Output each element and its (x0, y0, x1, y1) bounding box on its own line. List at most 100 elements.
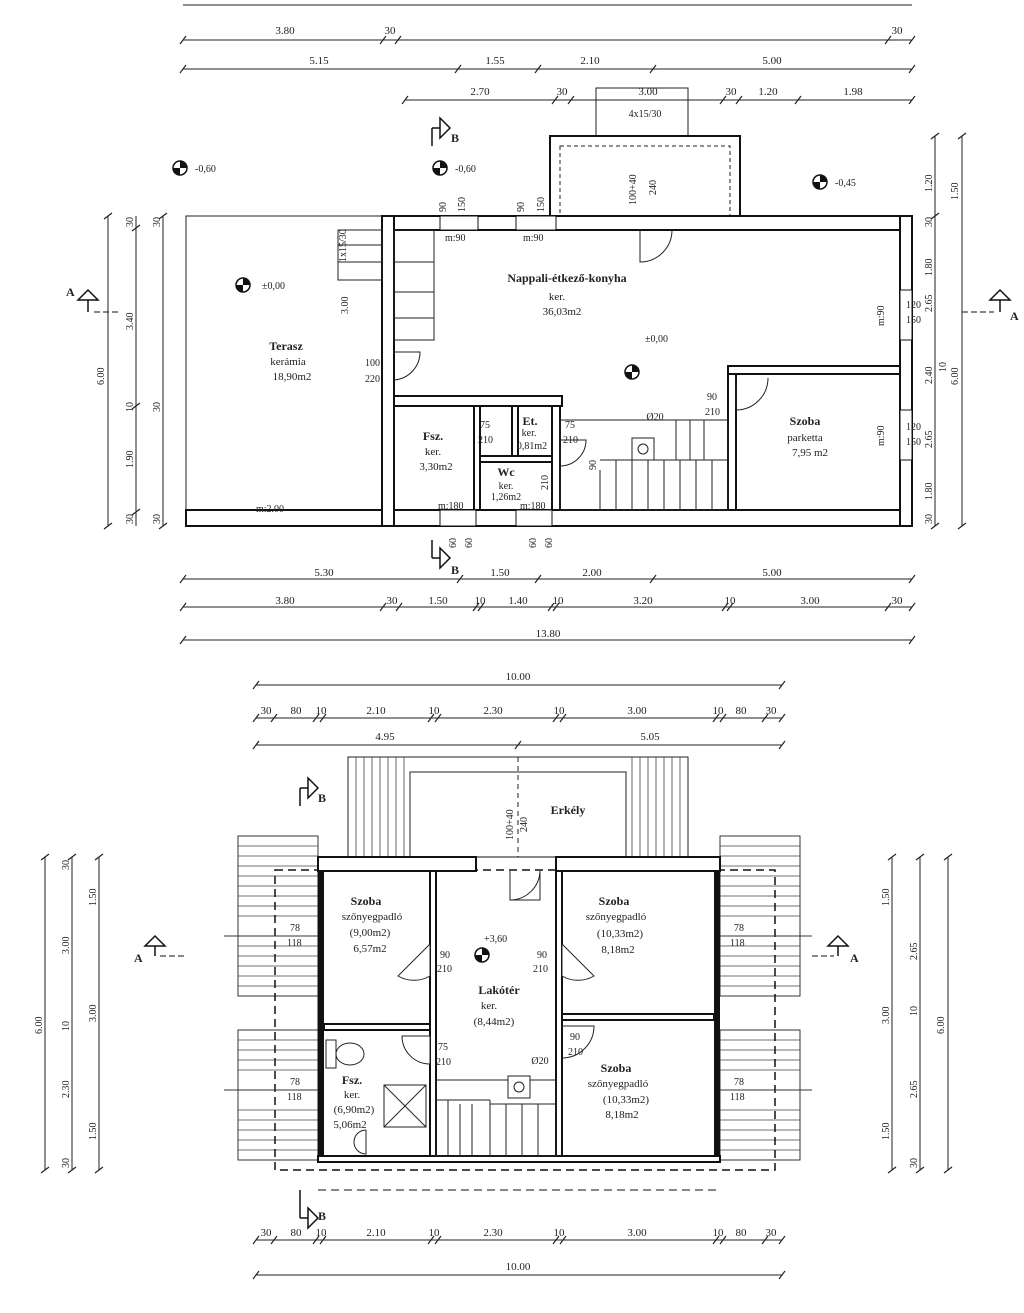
dim-label: 1.98 (843, 86, 863, 98)
section-arrow-icon (299, 1190, 320, 1230)
bathroom-fixtures (325, 1039, 427, 1155)
window-dim: 120 (906, 422, 921, 433)
stair-label: 4x15/30 (629, 109, 662, 120)
dim-label: 1.50 (881, 889, 892, 907)
level-value: ±0,00 (262, 281, 285, 292)
room-area: 1,26m2 (491, 492, 521, 503)
dim-label: 30 (557, 86, 569, 98)
opening-label: 90 (588, 460, 599, 470)
room-material: szőnyegpadló (586, 911, 647, 923)
upper-left-dimensions: 6.00 30 1.50 3.00 10 3.00 2.30 1.50 30 (34, 853, 104, 1174)
level-value: ±0,00 (645, 334, 668, 345)
dim-label: 2.70 (470, 86, 490, 98)
dim-label: 6.00 (936, 1017, 947, 1035)
opening-label: 75 (438, 1042, 448, 1053)
room-area-gross: (10,33m2) (603, 1094, 649, 1106)
room-material: szőnyegpadló (342, 911, 403, 923)
level-value: +3,60 (484, 934, 507, 945)
opening-label: 210 (540, 475, 551, 490)
window-dim: 78 (290, 1077, 300, 1088)
opening-label: m:180 (520, 501, 546, 512)
dim-label: 10 (429, 1227, 441, 1239)
dim-label: 30 (387, 595, 399, 607)
entry-porch: 4x15/30 100+40 240 (549, 87, 741, 217)
opening-label: m:90 (876, 305, 887, 326)
dim-label: 1.50 (88, 889, 99, 907)
opening-label: 240 (648, 180, 659, 195)
level-value: -0,60 (455, 164, 476, 175)
dim-label: 10 (554, 705, 566, 717)
dim-label: 2.65 (924, 431, 935, 449)
dim-label: 5.05 (640, 731, 660, 743)
opening-label: 210 (568, 1047, 583, 1058)
dim-label: 10 (553, 595, 565, 607)
section-arrow-icon (76, 288, 118, 313)
dim-label: 30 (152, 514, 163, 524)
dim-label: 30 (125, 217, 136, 227)
room-area-gross: (6,90m2) (334, 1104, 375, 1116)
dim-label: 30 (909, 1158, 920, 1168)
section-label: B (451, 131, 459, 145)
opening-label: 1x15/30 (338, 229, 349, 262)
section-markers-ground: A A B B (66, 116, 1019, 577)
dim-label: 1.80 (924, 259, 935, 277)
section-arrow-icon (143, 934, 186, 957)
room-material: ker. (425, 446, 441, 458)
section-label: B (318, 791, 326, 805)
room-area: 8,18m2 (605, 1109, 638, 1121)
opening-label: 90 (707, 392, 717, 403)
dim-label: 30 (924, 217, 935, 227)
dim-label: 3.00 (800, 595, 820, 607)
section-arrow-icon (962, 288, 1012, 313)
dim-label: 13.80 (536, 628, 561, 640)
opening-label: 90 (570, 1032, 580, 1043)
dim-label: 30 (766, 1227, 778, 1239)
door-swings-ground (393, 229, 769, 467)
opening-label: 75 (565, 420, 575, 431)
opening-label: 90 (438, 202, 449, 212)
opening-label: 100+40 (628, 174, 639, 205)
room-material: ker. (499, 481, 514, 492)
dim-label: 1.50 (950, 183, 961, 201)
balcony-hatch (355, 757, 681, 857)
dim-label: 1.40 (508, 595, 528, 607)
opening-label: 3.00 (340, 297, 351, 315)
opening-label: 100+40 (505, 809, 516, 840)
window-dim: 150 (906, 437, 921, 448)
window-dim: 78 (734, 1077, 744, 1088)
section-label: A (1010, 309, 1019, 323)
opening-label: m:180 (438, 501, 464, 512)
section-arrow-icon (431, 540, 452, 570)
level-marker-icon (432, 160, 448, 176)
window-dim: 120 (906, 300, 921, 311)
opening-label: 210 (436, 1057, 451, 1068)
dim-label: 5.00 (762, 567, 782, 579)
dim-label: 1.50 (88, 1123, 99, 1141)
dim-label: 30 (924, 514, 935, 524)
upper-bottom-dimensions: 30 80 10 2.10 10 2.30 10 3.00 10 80 30 1… (252, 1227, 786, 1280)
dim-label: 3.40 (125, 313, 136, 331)
level-marker-icon (624, 364, 640, 380)
opening-label: 75 (480, 420, 490, 431)
dim-label: 10 (725, 595, 737, 607)
level-value: -0,60 (195, 164, 216, 175)
dim-label: 30 (61, 860, 72, 870)
ground-room-labels: Nappali-étkező-konyha ker. 36,03m2 Teras… (269, 271, 828, 503)
dim-label: 30 (152, 402, 163, 412)
dim-label: 10 (713, 1227, 725, 1239)
level-marker-icon (812, 174, 828, 190)
room-name: Szoba (599, 894, 630, 908)
dim-label: 6.00 (96, 368, 107, 386)
ground-left-dimensions: 6.00 30 3.40 10 1.90 30 30 30 30 (96, 212, 168, 530)
room-area: 0,81m2 (517, 441, 547, 452)
dim-label: 5.30 (314, 567, 334, 579)
dim-label: 30 (61, 1158, 72, 1168)
room-name: Fsz. (423, 429, 443, 443)
dim-label: 10 (713, 705, 725, 717)
dim-label: 3.80 (275, 25, 295, 37)
level-marker-icon (474, 947, 490, 963)
room-material: szőnyegpadló (588, 1078, 649, 1090)
room-material: kerámia (270, 356, 306, 368)
dim-label: 1.80 (924, 483, 935, 501)
opening-label: 60 (464, 538, 475, 548)
